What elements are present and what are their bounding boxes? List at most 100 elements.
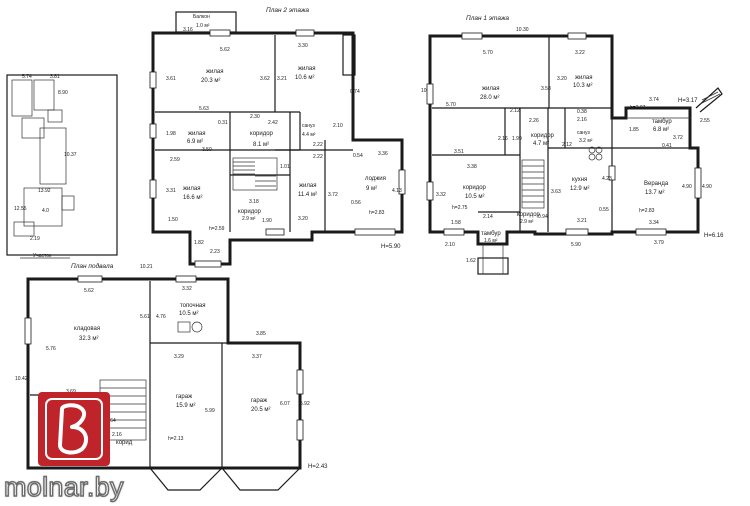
room-name: сануз — [302, 123, 316, 129]
room-name: жилая — [299, 183, 316, 189]
dim: 3.51 — [454, 149, 464, 155]
dim: 1.98 — [166, 131, 176, 137]
site-dim: 3.81 — [50, 74, 60, 80]
dim: 0.38 — [577, 109, 587, 115]
dim: 3.63 — [551, 189, 561, 195]
dim: 5.76 — [46, 346, 56, 352]
room-name: жилая — [188, 131, 205, 137]
room-area: 12.9 м² — [570, 186, 589, 192]
site-dim: 13.92 — [38, 188, 51, 194]
site-dim: 4.0 — [42, 208, 49, 214]
room-area: 20.5 м² — [251, 407, 270, 413]
dim: 3.61 — [166, 76, 176, 82]
brand-logo-icon — [45, 398, 103, 460]
room-height: h=2.75 — [452, 205, 468, 211]
dim: 0.31 — [218, 120, 228, 126]
basement-plan: План подвала 10.21 кладовая 32.3 м² — [15, 262, 328, 491]
room-name: Веранда — [644, 181, 669, 187]
floor1-plan: План 1 этажа 10.30 10.55 — [421, 15, 724, 275]
room-name: тамбур — [652, 119, 672, 125]
dim: 5.70 — [483, 50, 493, 56]
watermark-text: molnar.by — [3, 471, 124, 502]
room-name: коридор — [517, 212, 541, 218]
room-area: 10.3 м² — [573, 83, 592, 89]
dim: 3.29 — [174, 354, 184, 360]
room-area: 3.2 м² — [579, 138, 593, 144]
room-area: 2.9 м² — [520, 219, 534, 225]
dim: 4.23 — [602, 176, 612, 182]
basement-title: План подвала — [71, 262, 114, 270]
room-area: 1.6 м² — [484, 238, 498, 244]
dim: 2.26 — [529, 118, 539, 124]
room-height: h=2.59 — [209, 226, 225, 232]
basement-width: 10.21 — [140, 264, 153, 270]
floor1-title: План 1 этажа — [466, 15, 509, 22]
room-name: жилая — [206, 69, 223, 75]
dim: 4.90 — [682, 184, 692, 190]
dim: 2.23 — [210, 249, 220, 255]
dim: 2.10 — [445, 242, 455, 248]
room-area: 6.8 м² — [653, 127, 669, 133]
room-area: 13.7 м² — [645, 190, 664, 196]
site-dim: 2.19 — [30, 236, 40, 242]
dim: 3.72 — [673, 135, 683, 141]
room-area: 4.4 м² — [302, 132, 316, 138]
site-dim: 12.55 — [14, 206, 27, 212]
room-name: тамбур — [481, 231, 501, 237]
room-name: кладовая — [74, 326, 100, 332]
dim: 4.76 — [156, 314, 166, 320]
dim: 3.37 — [252, 354, 262, 360]
dim: 5.92 — [300, 401, 310, 407]
room-name: коридор — [250, 131, 274, 137]
brand-logo — [38, 392, 110, 466]
dim: 3.21 — [277, 76, 287, 82]
site-plan: 5.74 3.81 8.90 10.37 13.92 4.0 12.55 2.1… — [6, 74, 118, 259]
dim: 5.70 — [446, 102, 456, 108]
dim: 3.31 — [166, 188, 176, 194]
dim: 2.59 — [170, 157, 180, 163]
room-height: h=2.83 — [369, 210, 385, 216]
floor1-width: 10.30 — [516, 27, 529, 33]
dim: 2.16 — [498, 136, 508, 142]
room-area: 4.7 м² — [533, 141, 549, 147]
balcony-area: 1.0 м² — [196, 23, 210, 29]
dim: 3.38 — [467, 164, 477, 170]
floor1-level: H=3.17 — [678, 98, 698, 104]
dim: 3.32 — [182, 286, 192, 292]
dim: 3.16 — [183, 27, 193, 33]
dim: 3.18 — [249, 199, 259, 205]
site-dim: 8.90 — [58, 90, 68, 96]
dim: h=3.07 — [630, 105, 646, 111]
dim: 5.63 — [199, 106, 209, 112]
dim: 1.01 — [280, 164, 290, 170]
dim: 2.10 — [333, 123, 343, 129]
dim: 2.16 — [112, 432, 122, 438]
room-area: 32.3 м² — [79, 336, 98, 342]
floor1-height: H=6.16 — [704, 233, 724, 239]
dim: 10.42 — [15, 376, 28, 382]
room-height: h=2.83 — [639, 208, 655, 214]
dim: 2.42 — [268, 120, 278, 126]
dim: 2.30 — [250, 114, 260, 120]
dim: 0.41 — [662, 143, 672, 149]
dim: 0.56 — [351, 200, 361, 206]
dim: 3.72 — [328, 192, 338, 198]
site-label: Участок — [33, 253, 52, 259]
room-area: 6.9 м² — [187, 139, 203, 145]
room-name: гараж — [251, 398, 267, 404]
dim: 3.36 — [378, 151, 388, 157]
dim: 3.34 — [649, 220, 659, 226]
dim: 2.22 — [313, 142, 323, 148]
dim: 1.99 — [512, 136, 522, 142]
room-area: 8.1 м² — [253, 142, 269, 148]
dim: 2.22 — [313, 154, 323, 160]
floor2-title: План 2 этажа — [266, 7, 309, 14]
dim: 2.14 — [483, 214, 493, 220]
dim: 6.07 — [280, 401, 290, 407]
dim: 3.64 — [106, 418, 116, 424]
dim: 5.61 — [140, 314, 150, 320]
room-area: 28.0 м² — [480, 95, 499, 101]
room-height: h=2.13 — [168, 436, 184, 442]
dim: 3.22 — [575, 50, 585, 56]
